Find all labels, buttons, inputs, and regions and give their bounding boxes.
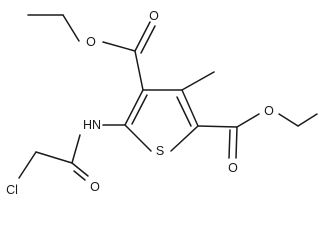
- bond-ring-c3-c2: [181, 89, 199, 127]
- structure-diagram: O O HN S Cl O O O: [6, 9, 318, 197]
- bond-methyl: [181, 71, 215, 91]
- atom-cl: Cl: [6, 183, 18, 197]
- bond-ring-c3-c2-inner: [176, 96, 192, 127]
- atom-o-amide: O: [90, 180, 100, 194]
- bond-c4-ester-carbon: [134, 50, 144, 91]
- bond-nh-to-carbonyl-carbon: [71, 134, 81, 164]
- atom-o-top-ester-carbonyl: O: [149, 9, 159, 23]
- bond-amide-carbonyl-inner: [73, 170, 86, 181]
- bond-c2-ester-carbon: [197, 125, 238, 128]
- bond-right-ch2-to-ch3: [297, 113, 318, 127]
- atom-hn-amide: HN: [83, 118, 101, 132]
- bond-ester-carbonyl-inner: [140, 25, 156, 54]
- bond-ring-c2-s: [170, 125, 199, 152]
- bond-right-ester-to-ether-o: [236, 113, 260, 128]
- atom-o-top-ester-ether: O: [86, 35, 96, 49]
- atom-s-ring: S: [156, 144, 164, 158]
- bond-ring-s-c5: [124, 124, 152, 152]
- bond-carbonyl-to-ch2: [35, 151, 73, 164]
- bond-right-carbonyl-inner: [228, 129, 231, 159]
- bond-ester-carbonyl-outer: [134, 21, 151, 52]
- bonds: [18, 14, 318, 181]
- bond-right-ether-o-to-ch2: [278, 113, 299, 127]
- bond-ch2-to-cl: [18, 151, 37, 179]
- bond-ring-c5-c4-inner: [131, 94, 148, 125]
- atom-labels: O O HN S Cl O O O: [6, 9, 274, 197]
- atom-o-right-ester-carbonyl: O: [228, 161, 238, 175]
- bond-right-carbonyl-outer: [235, 126, 238, 159]
- atom-o-right-ester-ether: O: [264, 104, 274, 118]
- bond-amide-carbonyl-outer: [71, 162, 89, 177]
- bond-ring-c5-c4: [124, 89, 144, 126]
- bond-ether-o-to-ch2: [62, 14, 80, 42]
- bond-ester-to-ether-o: [102, 41, 136, 52]
